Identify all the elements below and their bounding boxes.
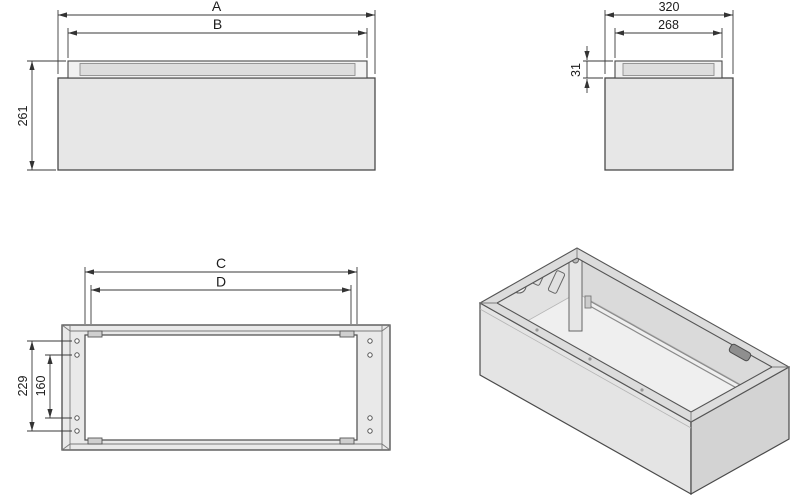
front-body-panel [57,77,376,171]
corner-bracket [339,437,355,445]
dim-160: 160 [34,354,72,419]
side-view: 320 268 31 [569,0,734,171]
side-body-panel [604,77,734,171]
mounting-hole [367,428,373,434]
rim-screw [535,328,539,332]
plan-corner-miter [381,443,391,451]
handle [728,343,752,362]
dim-320: 320 [604,0,734,74]
dim-a: A [57,0,376,74]
support-rail [587,304,759,401]
support-rail [587,299,759,396]
lift-mechanism-column [568,258,583,332]
iso-far-long-wall-inner [577,258,772,402]
mounting-hole [367,415,373,421]
mounting-hole [367,338,373,344]
dim-b-label: B [213,16,222,32]
dim-height-261: 261 [16,60,66,171]
plan-corner-miter [61,324,71,332]
lid-stay-arm [547,270,566,294]
rim-screw [588,357,592,361]
dim-261-label: 261 [16,106,30,127]
front-rail-recess [79,63,356,76]
mounting-hole [74,415,80,421]
dim-a-label: A [212,0,222,14]
rim-screw [640,388,644,392]
dim-268-label: 268 [658,18,679,32]
dim-268: 268 [614,18,723,58]
dim-c: C [84,255,358,324]
dim-31: 31 [569,46,613,93]
rail-end-bracket [584,295,592,309]
iso-wall-base-edge [576,292,772,403]
plan-corner-miter [381,324,391,332]
plan-opening [84,334,358,441]
side-rail-recess [622,63,715,76]
mounting-hole [367,352,373,358]
dim-d: D [90,274,352,324]
mounting-hole [74,428,80,434]
dim-229: 229 [16,340,72,432]
dim-229-label: 229 [16,376,30,397]
front-view: A B 261 [16,0,376,171]
dim-c-label: C [216,255,226,271]
mounting-hole [74,338,80,344]
dim-d-label: D [216,274,226,290]
corner-bracket [339,330,355,338]
isometric-view [478,247,791,496]
mounting-hole [74,352,80,358]
corner-bracket [87,330,103,338]
dim-320-label: 320 [659,0,680,14]
dim-160-label: 160 [34,376,48,397]
plan-view: C D 229 160 [16,255,391,451]
dim-31-label: 31 [569,63,583,77]
iso-front-edge-line [479,308,692,429]
corner-bracket [87,437,103,445]
plan-corner-miter [61,443,71,451]
dim-b: B [67,16,368,58]
